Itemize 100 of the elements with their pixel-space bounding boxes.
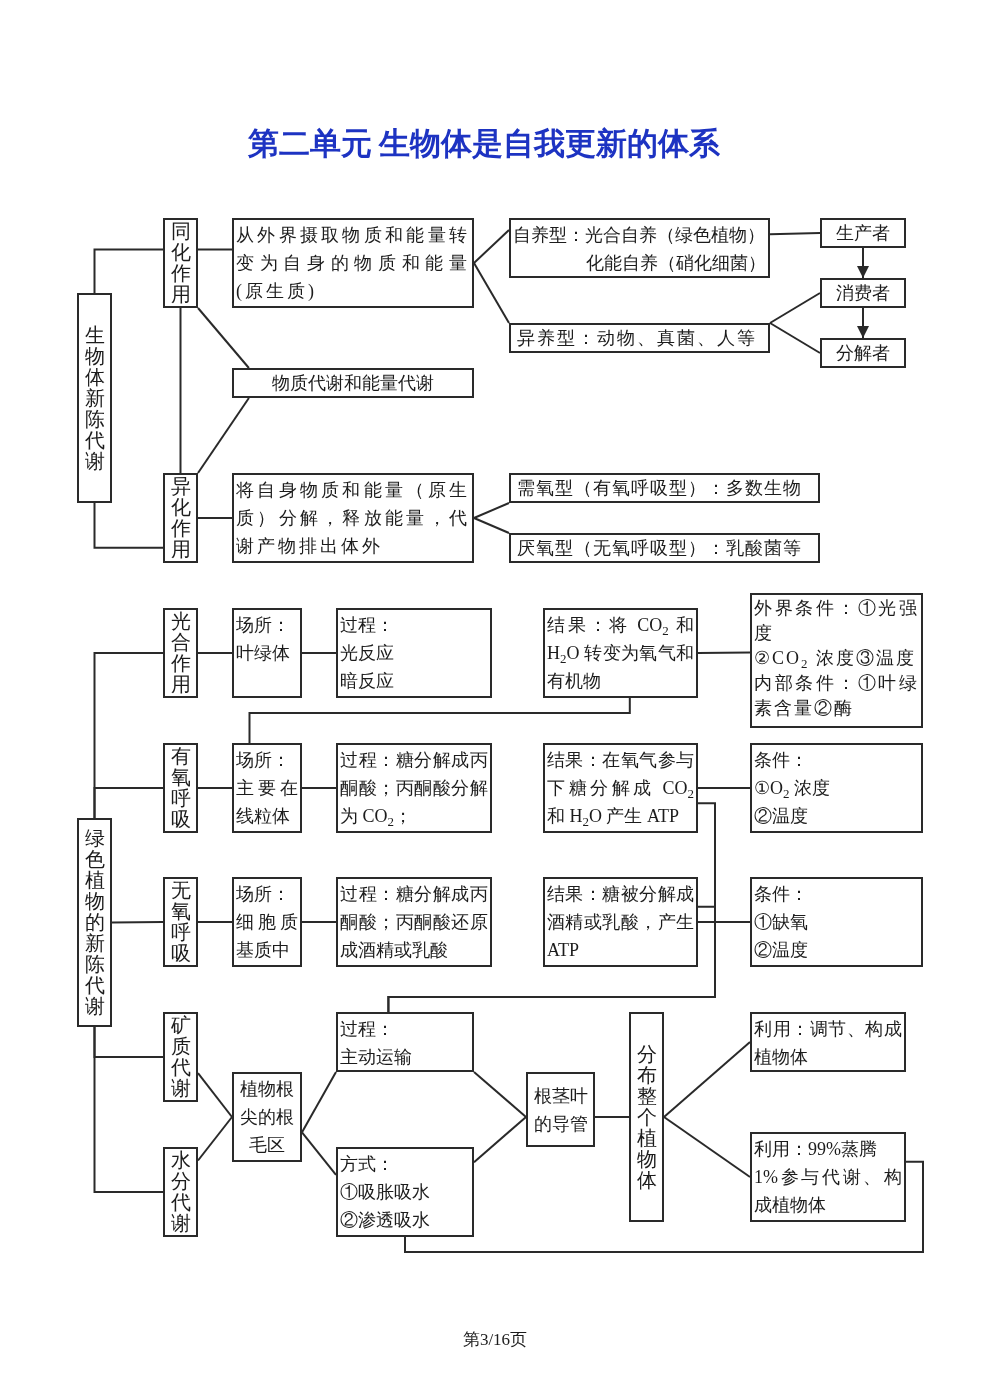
- box-text: 将自身物质和能量（原生质）分解，释放能量，代谢产物排出体外: [236, 479, 470, 558]
- connector-line: [473, 517, 510, 534]
- vertical-label: 分布整个植物体: [636, 1043, 657, 1191]
- box-text: 外界条件：①光强度: [754, 597, 919, 645]
- box-text: 物质代谢和能量代谢: [272, 372, 434, 395]
- box-text: 利用：调节、构成植物体: [754, 1018, 902, 1069]
- connector-line: [697, 921, 751, 923]
- box-text: ①吸胀吸水: [340, 1181, 430, 1204]
- text-box: [232, 877, 302, 967]
- box-text: 内部条件：①叶绿素含量②酶: [754, 672, 919, 720]
- box-text: ①O$_{2}$ 浓度: [754, 777, 830, 802]
- vertical-label-box: [163, 608, 198, 698]
- box-text: 光反应: [340, 642, 394, 665]
- box-text: 自养型：光合自养（绿色植物）: [513, 224, 765, 247]
- text-box: [820, 218, 906, 248]
- connector-line: [197, 652, 233, 654]
- arrow: [857, 307, 869, 339]
- box-text: ①缺氧: [754, 911, 808, 934]
- connector-line: [769, 322, 821, 354]
- vertical-label-box: [163, 218, 198, 308]
- box-text: 1%参与代谢、构成植物体: [754, 1166, 902, 1217]
- vertical-label: 绿色植物的新陈代谢: [84, 828, 105, 1017]
- text-box: [526, 1072, 595, 1147]
- text-box: [750, 593, 923, 728]
- text-box: [750, 1132, 906, 1222]
- box-text: 过程：糖分解成丙酮酸；丙酮酸分解为 CO$_{2}$；: [340, 749, 488, 830]
- text-box: [820, 338, 906, 368]
- box-text: 细胞质基质中: [236, 911, 298, 962]
- connector-line: [387, 905, 716, 1013]
- text-box: [336, 1147, 474, 1237]
- vertical-label-box: [77, 818, 112, 1027]
- box-text: 厌氧型（无氧呼吸型）：乳酸菌等: [517, 537, 802, 560]
- text-box: [336, 608, 492, 698]
- box-text: 过程：: [340, 614, 394, 637]
- box-text: 过程：: [340, 1018, 394, 1041]
- text-box: [232, 608, 302, 698]
- vertical-label: 水分代谢: [170, 1150, 191, 1234]
- connector-line: [93, 787, 164, 819]
- text-box: [509, 533, 820, 563]
- text-box: [336, 877, 492, 967]
- box-text: 生产者: [836, 222, 890, 245]
- vertical-label-box: [163, 877, 198, 967]
- box-text: 化能自养（硝化细菌）: [586, 252, 766, 275]
- connector-line: [473, 1116, 527, 1164]
- vertical-label-box: [163, 1012, 198, 1102]
- text-box: [232, 743, 302, 833]
- arrow: [857, 247, 869, 279]
- vertical-label: 异化作用: [170, 476, 191, 560]
- box-text: 利用：99%蒸腾: [754, 1138, 877, 1161]
- connector-line: [111, 921, 164, 924]
- text-box: [232, 473, 474, 563]
- connector-line: [301, 1131, 337, 1176]
- box-text: 异养型：动物、真菌、人等: [517, 327, 757, 350]
- box-text: 植物根尖的根毛区: [239, 1078, 295, 1157]
- connector-line: [248, 697, 631, 744]
- box-text: 分解者: [836, 342, 890, 365]
- box-text: 主动运输: [340, 1046, 412, 1069]
- connector-line: [473, 1071, 527, 1118]
- connector-line: [93, 1026, 164, 1193]
- text-box: [750, 743, 923, 833]
- vertical-label-box: [163, 743, 198, 833]
- vertical-label: 光合作用: [170, 611, 191, 695]
- box-text: 场所：: [236, 883, 290, 906]
- connector-line: [301, 1071, 337, 1134]
- box-text: 主要在线粒体: [236, 777, 298, 828]
- vertical-label-box: [629, 1012, 664, 1222]
- connector-line: [301, 787, 337, 789]
- connector-line: [197, 307, 250, 369]
- box-text: ②温度: [754, 939, 808, 962]
- box-text: 从外界摄取物质和能量转变为自身的物质和能量(原生质): [236, 224, 470, 303]
- text-box: [543, 877, 698, 967]
- connector-line: [179, 307, 182, 474]
- vertical-label: 无氧呼吸: [170, 880, 191, 964]
- connector-line: [769, 232, 821, 236]
- text-box: [750, 1012, 906, 1072]
- page-number: 第3/16页: [462, 1329, 528, 1351]
- vertical-label-box: [163, 473, 198, 563]
- box-text: ②渗透吸水: [340, 1209, 430, 1232]
- connector-line: [197, 517, 233, 519]
- text-box: [509, 323, 770, 353]
- box-text: 条件：: [754, 749, 808, 772]
- box-text: 过程：糖分解成丙酮酸；丙酮酸还原成酒精或乳酸: [340, 883, 488, 962]
- box-text: 方式：: [340, 1153, 394, 1176]
- box-text: ②CO$_{2}$ 浓度③温度: [754, 647, 916, 671]
- text-box: [232, 368, 474, 398]
- text-box: [750, 877, 923, 967]
- box-text: 需氧型（有氧呼吸型）：多数生物: [517, 477, 802, 500]
- connector-line: [197, 397, 250, 474]
- text-box: [232, 218, 474, 308]
- connector-line: [663, 1116, 751, 1178]
- connector-line: [404, 1160, 924, 1253]
- connector-line: [769, 292, 821, 324]
- box-text: 场所：: [236, 749, 290, 772]
- text-box: [543, 608, 698, 698]
- connector-line: [473, 262, 510, 324]
- vertical-label-box: [163, 1147, 198, 1237]
- connector-line: [197, 248, 233, 251]
- vertical-label: 生物体新陈代谢: [84, 324, 105, 472]
- text-box: [336, 1012, 474, 1072]
- box-text: 结果：将 CO$_{2}$ 和 H$_{2}$O 转变为氧气和有机物: [547, 614, 694, 693]
